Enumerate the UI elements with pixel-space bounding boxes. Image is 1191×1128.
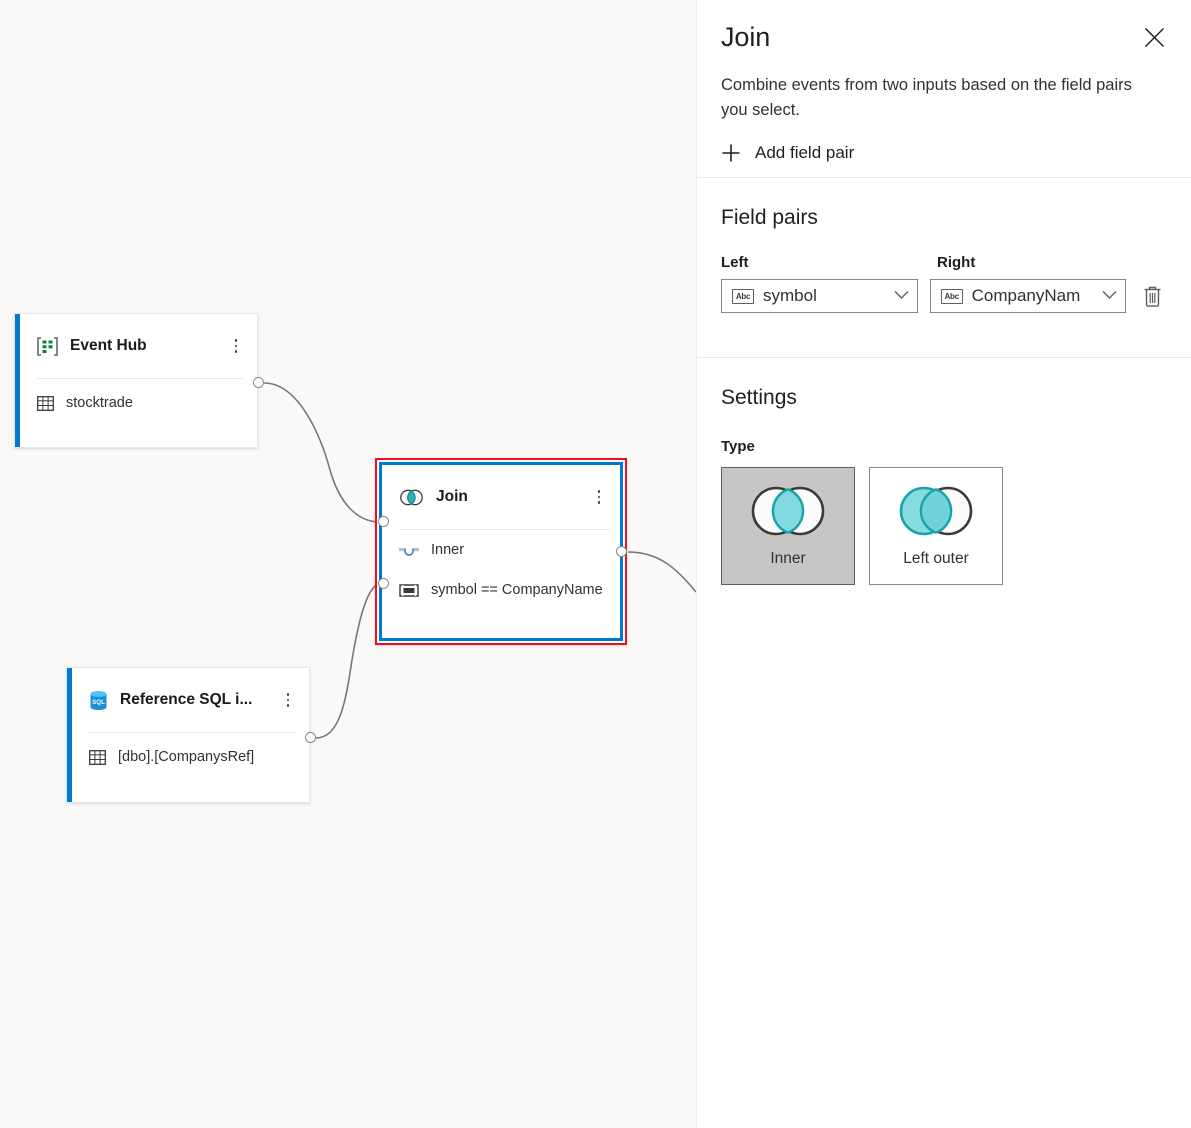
chevron-down-icon: [1102, 287, 1117, 305]
node-divider: [89, 732, 295, 733]
join-type-options: Inner Left outer: [697, 455, 1191, 585]
port-join-input-right[interactable]: [378, 578, 389, 589]
node-menu-button[interactable]: [277, 685, 299, 715]
node-join-type-row[interactable]: Inner: [382, 530, 620, 570]
venn-inner-icon: [743, 484, 833, 538]
port-sql-output[interactable]: [305, 732, 316, 743]
right-column-label: Right: [937, 254, 976, 271]
port-join-input-left[interactable]: [378, 516, 389, 527]
join-type-icon: [399, 544, 419, 557]
left-field-value: symbol: [763, 286, 817, 305]
join-type-inner-label: Inner: [770, 550, 806, 567]
field-pairs-heading: Field pairs: [721, 206, 818, 229]
node-title: Reference SQL i...: [120, 691, 253, 708]
join-type-left-outer-label: Left outer: [903, 550, 969, 567]
node-accent-bar: [67, 668, 72, 802]
node-header: SQL Reference SQL i...: [67, 668, 309, 732]
node-stream-name: stocktrade: [66, 395, 133, 411]
table-icon: [37, 395, 54, 411]
edge-sql-to-join: [315, 583, 379, 739]
abc-string-icon: Abc: [732, 288, 754, 304]
node-header: Event Hub: [15, 314, 257, 378]
event-hub-icon: [37, 336, 58, 356]
node-title: Event Hub: [70, 337, 147, 354]
trash-icon[interactable]: [1138, 281, 1167, 311]
chevron-down-icon: [894, 287, 909, 305]
node-table-row[interactable]: [dbo].[CompanysRef]: [67, 733, 309, 781]
node-reference-sql[interactable]: SQL Reference SQL i... [dbo].[CompanysRe…: [66, 667, 310, 803]
node-title: Join: [436, 488, 468, 505]
add-field-pair-button[interactable]: Add field pair: [721, 139, 854, 177]
node-divider: [399, 529, 610, 530]
field-pair-icon: [399, 583, 419, 597]
node-header: Join: [382, 465, 620, 529]
node-table-name: [dbo].[CompanysRef]: [118, 749, 255, 765]
node-menu-button[interactable]: [588, 482, 610, 512]
port-join-output[interactable]: [616, 546, 627, 557]
left-field-dropdown[interactable]: Abc symbol: [721, 279, 918, 313]
edge-join-output: [627, 551, 696, 593]
pipeline-canvas[interactable]: Event Hub stocktrade: [0, 0, 696, 1128]
panel-description: Combine events from two inputs based on …: [721, 76, 1132, 119]
abc-string-icon: Abc: [940, 288, 963, 304]
join-type-left-outer-option[interactable]: Left outer: [869, 467, 1003, 585]
venn-left-outer-icon: [891, 484, 981, 538]
edge-eventhub-to-join: [263, 382, 379, 523]
node-condition-label: symbol == CompanyName: [431, 582, 603, 598]
node-body: Join Inner: [382, 465, 620, 638]
page-title: Join: [721, 22, 771, 52]
node-event-hub[interactable]: Event Hub stocktrade: [14, 313, 258, 448]
node-divider: [37, 378, 243, 379]
panel-divider: [697, 177, 1191, 178]
node-join-type-label: Inner: [431, 542, 465, 558]
close-icon[interactable]: [1135, 18, 1173, 56]
port-eventhub-output[interactable]: [253, 377, 264, 388]
node-stream-row[interactable]: stocktrade: [15, 379, 257, 427]
table-icon: [89, 749, 106, 765]
field-pair-row: Abc symbol Abc CompanyNam: [697, 271, 1191, 313]
add-field-pair-label: Add field pair: [755, 143, 855, 162]
node-join[interactable]: Join Inner: [375, 458, 627, 645]
right-field-value: CompanyNam: [971, 286, 1081, 305]
sql-database-icon: SQL: [89, 690, 108, 711]
field-pair-column-headers: Left Right: [697, 230, 1191, 271]
node-accent-bar: [15, 314, 20, 447]
node-menu-button[interactable]: [225, 331, 247, 361]
node-condition-row[interactable]: symbol == CompanyName: [382, 570, 620, 610]
svg-text:SQL: SQL: [92, 699, 105, 706]
right-field-dropdown[interactable]: Abc CompanyNam: [929, 279, 1127, 313]
join-type-inner-option[interactable]: Inner: [721, 467, 855, 585]
settings-heading: Settings: [721, 386, 797, 409]
type-label: Type: [721, 438, 755, 455]
left-column-label: Left: [721, 254, 749, 271]
plus-icon: [721, 143, 741, 163]
join-venn-icon: [399, 489, 424, 506]
join-properties-panel: Join Combine events from two inputs base…: [696, 0, 1191, 1128]
panel-divider: [697, 357, 1191, 358]
